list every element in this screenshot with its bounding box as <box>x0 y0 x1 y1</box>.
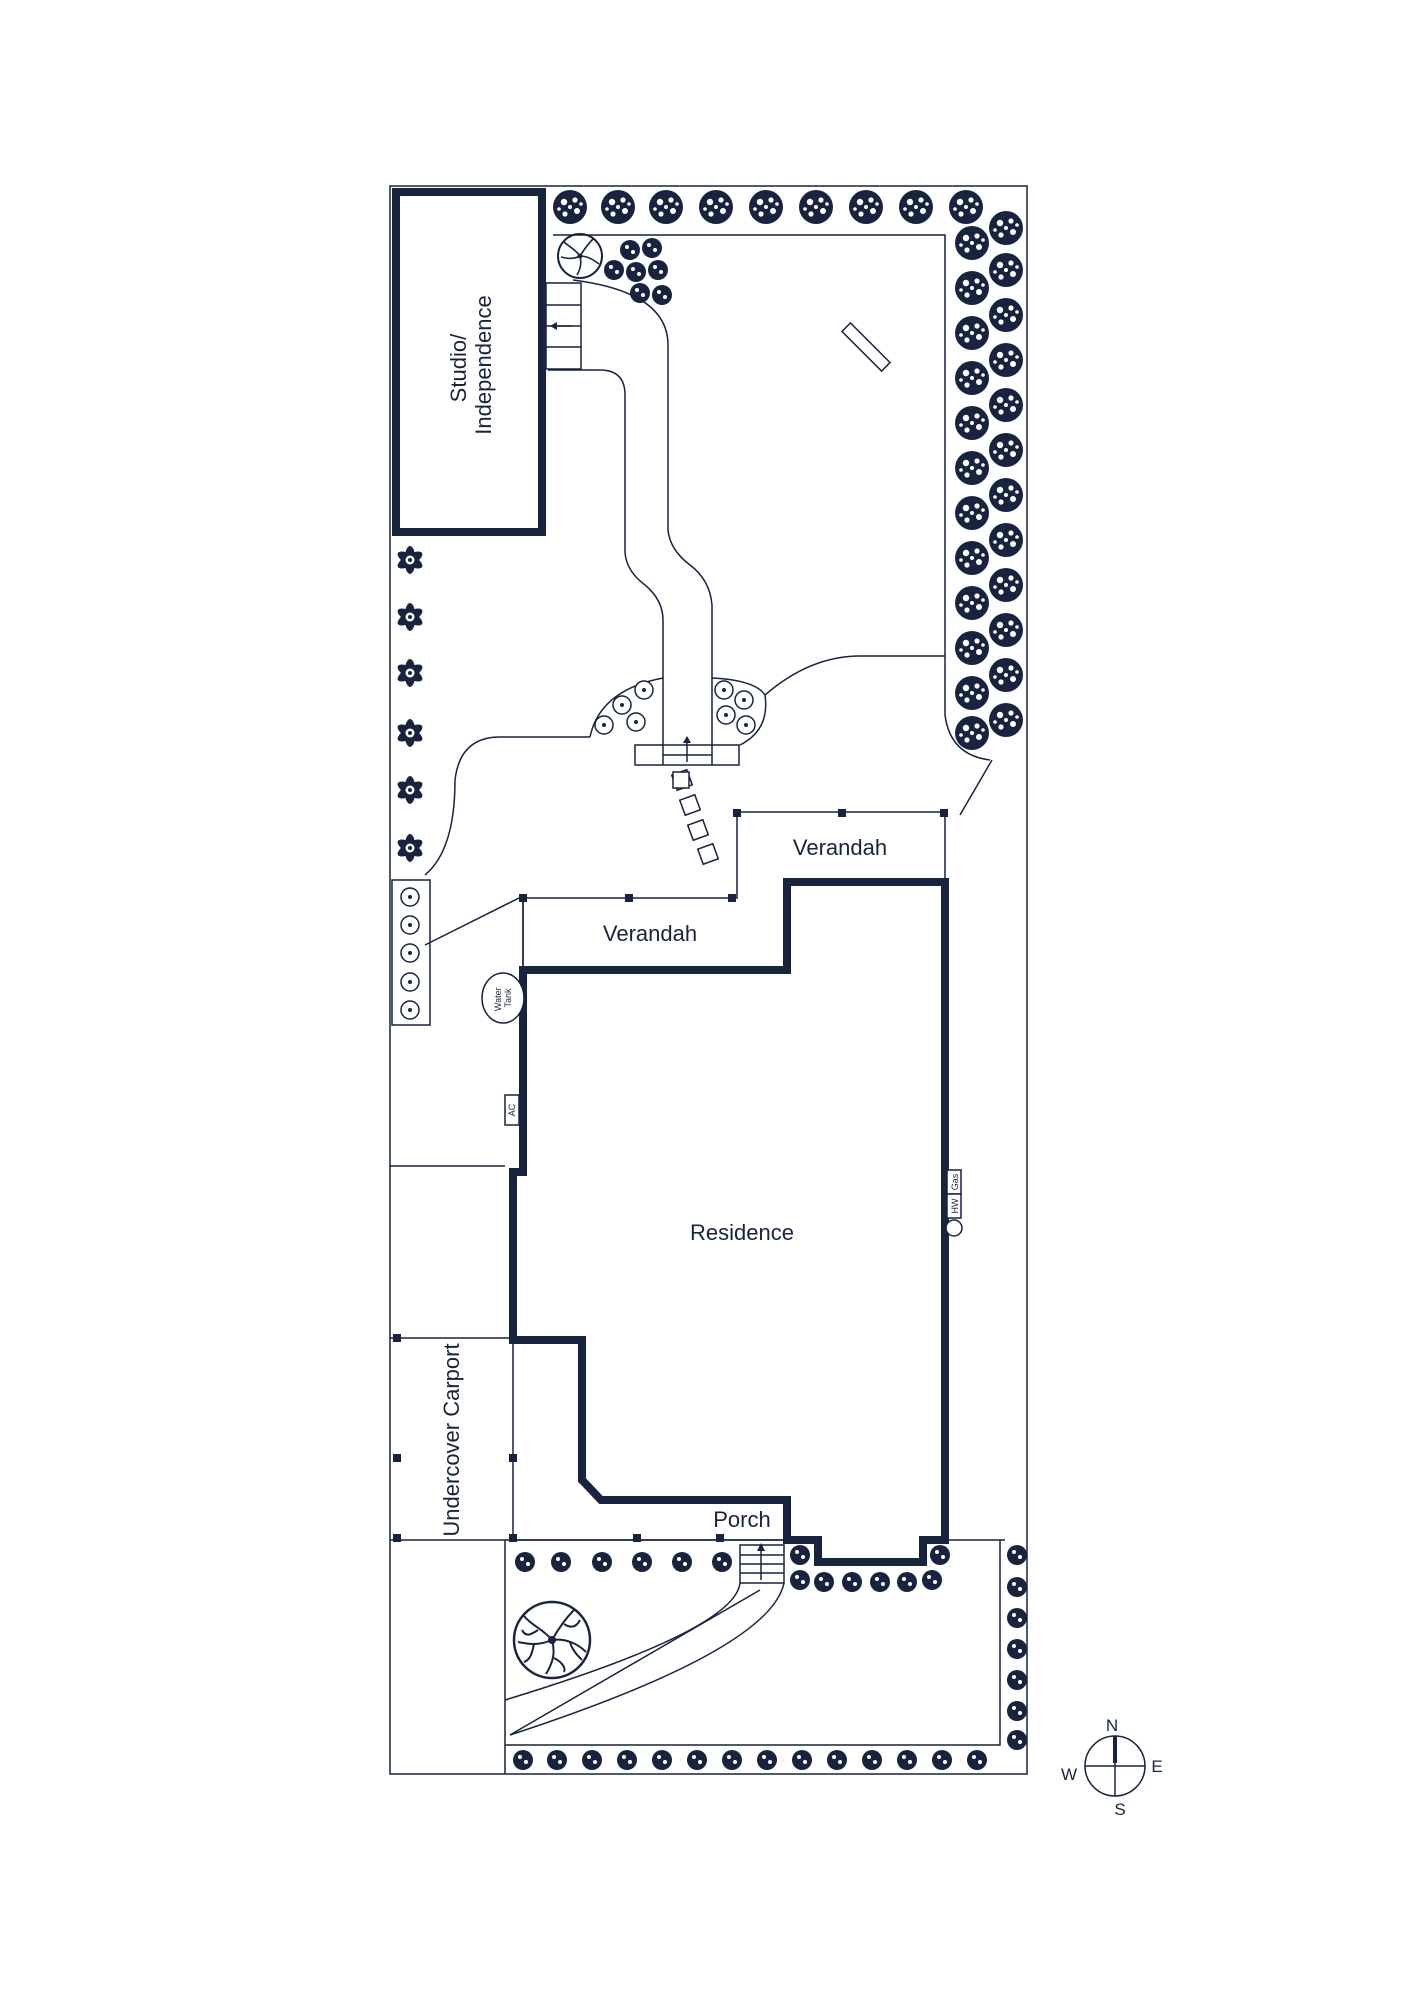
compass-icon <box>1084 1735 1146 1797</box>
lawn-border <box>553 234 991 761</box>
garden-bench <box>840 321 892 373</box>
residence-walls <box>509 878 949 1566</box>
studio-label: Studio/ Independence <box>446 295 496 434</box>
south-hedge-row <box>513 1750 987 1770</box>
hedge-top-row <box>553 190 983 224</box>
stepping-stones <box>670 768 720 866</box>
verandah-posts <box>519 809 948 902</box>
ac-unit <box>504 1094 520 1126</box>
south-east-hedge-column <box>1007 1545 1027 1750</box>
hot-water-gas <box>945 1169 963 1237</box>
garden-bed-shrubs <box>594 680 756 735</box>
carport-label: Undercover Carport <box>439 1343 464 1536</box>
hedge-cluster <box>604 238 672 305</box>
arrow-up-icon <box>683 736 691 762</box>
carport-structure <box>390 1337 790 1541</box>
ac-label: AC <box>507 1103 517 1116</box>
hw-label: HW <box>950 1198 960 1213</box>
garden-path <box>548 279 713 745</box>
compass-north: N <box>1106 1716 1118 1735</box>
compass-east: E <box>1151 1757 1162 1776</box>
verandah-upper-label: Verandah <box>793 835 887 860</box>
verandah-lower-label: Verandah <box>603 921 697 946</box>
porch-arrow-up-icon <box>757 1543 765 1580</box>
lawn-edges <box>424 655 993 946</box>
water-tank-label: Water Tank <box>493 985 513 1011</box>
west-shrub-column <box>391 879 431 1026</box>
gas-label: Gas <box>950 1173 960 1190</box>
flower-column <box>395 546 425 862</box>
porch-label: Porch <box>713 1507 770 1532</box>
front-garden-hedge-row <box>515 1552 732 1572</box>
residence-label: Residence <box>690 1220 794 1245</box>
carport-posts <box>393 1334 724 1542</box>
compass-west: W <box>1061 1765 1077 1784</box>
tree-icon-rear <box>557 233 603 279</box>
studio-building <box>392 188 582 536</box>
tree-icon-front <box>512 1600 592 1680</box>
water-tank <box>481 972 525 1024</box>
compass-south: S <box>1114 1800 1125 1819</box>
hedge-east-row <box>955 211 1023 750</box>
